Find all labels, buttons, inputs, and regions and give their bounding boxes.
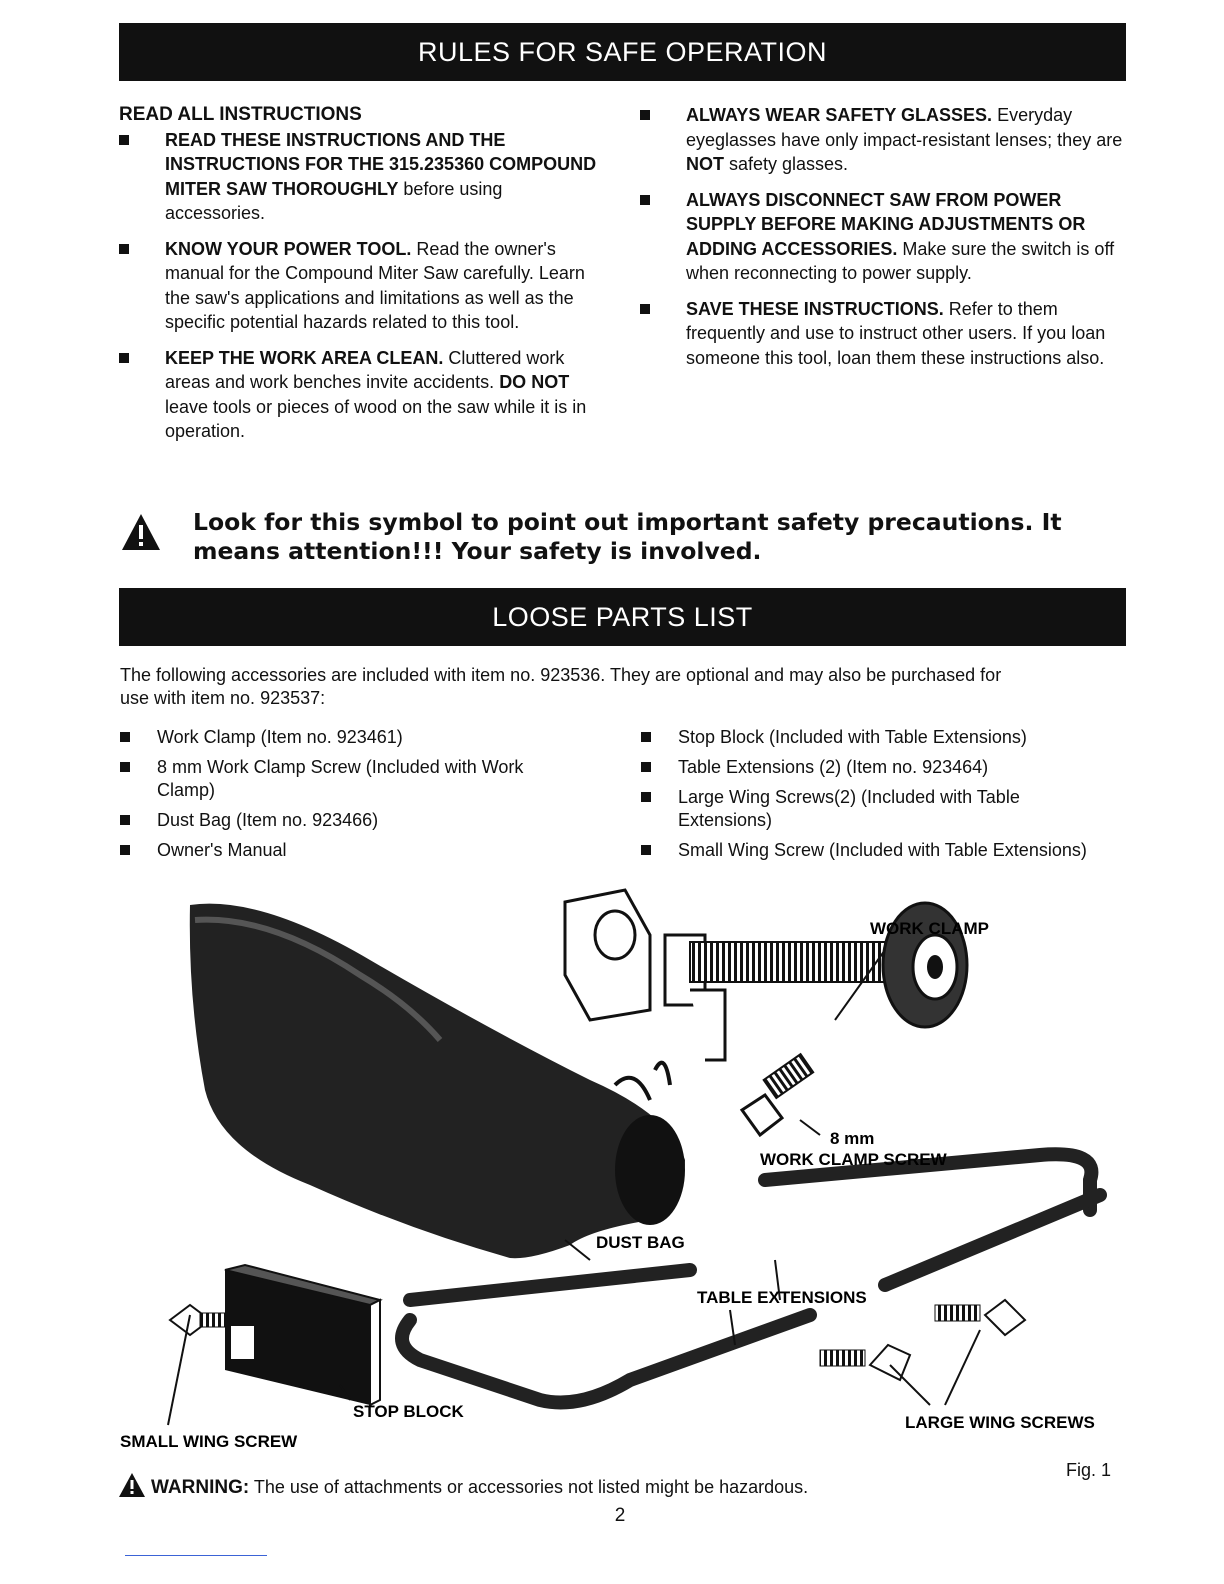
list-item: Work Clamp (Item no. 923461) (120, 726, 540, 749)
part-text: Large Wing Screws(2) (Included with Tabl… (678, 787, 1020, 830)
list-item: Dust Bag (Item no. 923466) (120, 809, 540, 832)
label-work-clamp-screw: WORK CLAMP SCREW (760, 1150, 948, 1169)
rule-bold: KNOW YOUR POWER TOOL. (165, 238, 412, 259)
label-table-extensions: TABLE EXTENSIONS (697, 1288, 867, 1307)
bullet-icon (641, 792, 651, 802)
loose-parts-title: LOOSE PARTS LIST (492, 602, 753, 632)
part-text: Stop Block (Included with Table Extensio… (678, 727, 1027, 747)
rule-text: safety glasses. (724, 154, 849, 174)
rules-banner: RULES FOR SAFE OPERATION (119, 23, 1126, 81)
rules-title: RULES FOR SAFE OPERATION (417, 37, 828, 67)
warning-label: WARNING: (151, 1477, 250, 1498)
loose-parts-intro: The following accessories are included w… (120, 664, 1120, 710)
bullet-icon (641, 762, 651, 772)
bullet-icon (119, 134, 129, 145)
rule-item: KEEP THE WORK AREA CLEAN. Cluttered work… (119, 346, 599, 444)
list-item: Table Extensions (2) (Item no. 923464) (641, 756, 1091, 779)
rule-bold: ALWAYS WEAR SAFETY GLASSES. (686, 105, 993, 125)
rule-item: READ THESE INSTRUCTIONS AND THE INSTRUCT… (119, 128, 599, 226)
rule-text: Refer to them frequently and use to inst… (686, 298, 1106, 368)
bullet-icon (120, 815, 130, 825)
rules-left-column: READ ALL INSTRUCTIONS READ THESE INSTRUC… (119, 103, 599, 455)
part-text: Owner's Manual (157, 840, 287, 860)
rule-bold: DO NOT (499, 372, 570, 392)
label-stop-block: STOP BLOCK (353, 1402, 465, 1421)
read-all-heading: READ ALL INSTRUCTIONS (119, 104, 362, 125)
footer-rule (125, 1555, 267, 1556)
intro-line: The following accessories are included w… (120, 665, 1002, 685)
bullet-icon (641, 845, 651, 855)
rule-item: ALWAYS WEAR SAFETY GLASSES. Everyday eye… (640, 103, 1125, 177)
label-work-clamp: WORK CLAMP (870, 919, 989, 938)
part-text: Dust Bag (Item no. 923466) (157, 810, 379, 830)
list-item: Small Wing Screw (Included with Table Ex… (641, 839, 1091, 862)
part-text: Small Wing Screw (Included with Table Ex… (678, 840, 1087, 860)
small-wing-screw-illustration (168, 1303, 226, 1337)
warning-note: WARNING: The use of attachments or acces… (118, 1472, 808, 1499)
attention-line: Look for this symbol to point out import… (193, 508, 1062, 536)
rule-bold: ALWAYS DISCONNECT SAW FROM POWER SUPPLY … (686, 189, 1086, 259)
bullet-icon (119, 352, 129, 363)
rule-text: Cluttered work areas and work benches in… (165, 347, 565, 393)
rule-item: KNOW YOUR POWER TOOL. Read the owner's m… (119, 237, 599, 335)
dust-bag-illustration (189, 903, 685, 1259)
label-dust-bag: DUST BAG (596, 1233, 685, 1252)
rule-text: before using accessories. (165, 178, 503, 224)
rule-item: ALWAYS DISCONNECT SAW FROM POWER SUPPLY … (640, 188, 1125, 286)
bullet-icon (640, 110, 650, 120)
bullet-icon (640, 303, 650, 314)
work-clamp-screw-illustration (739, 1052, 815, 1138)
warning-triangle-icon (122, 514, 160, 550)
page-number: 2 (614, 1505, 626, 1526)
rule-bold: KEEP THE WORK AREA CLEAN. (165, 347, 444, 368)
rule-item: SAVE THESE INSTRUCTIONS. Refer to them f… (640, 297, 1125, 371)
rule-bold: READ THESE INSTRUCTIONS AND THE INSTRUCT… (165, 129, 597, 199)
list-item: Owner's Manual (120, 839, 540, 862)
large-wing-screws-illustration (819, 1298, 1027, 1382)
accessories-figure: WORK CLAMP 8 mm WORK CLAMP SCREW DUST BA… (120, 888, 1107, 1451)
rule-text: Make sure the switch is off when reconne… (686, 238, 1115, 284)
attention-text: Look for this symbol to point out import… (193, 508, 1062, 566)
stop-block-illustration (224, 1263, 383, 1407)
rules-right-column: ALWAYS WEAR SAFETY GLASSES. Everyday eye… (640, 103, 1125, 381)
rule-text: Read the owner's manual for the Compound… (165, 238, 585, 333)
label-screw-size: 8 mm (830, 1129, 874, 1148)
part-text: Table Extensions (2) (Item no. 923464) (678, 757, 989, 777)
list-item: Large Wing Screws(2) (Included with Tabl… (641, 786, 1091, 832)
part-text: Work Clamp (Item no. 923461) (157, 727, 403, 747)
label-large-wing-screws: LARGE WING SCREWS (905, 1413, 1095, 1432)
bullet-icon (641, 732, 651, 742)
list-item: Stop Block (Included with Table Extensio… (641, 726, 1091, 749)
table-extensions-illustration (395, 1147, 1107, 1410)
bullet-icon (120, 762, 130, 772)
warning-triangle-icon (119, 1473, 145, 1497)
bullet-icon (120, 845, 130, 855)
bullet-icon (640, 194, 650, 205)
bullet-icon (119, 243, 129, 254)
warning-text: The use of attachments or accessories no… (249, 1477, 809, 1497)
work-clamp-illustration (563, 888, 969, 1062)
bullet-icon (120, 732, 130, 742)
intro-line: use with item no. 923537: (120, 688, 326, 708)
loose-parts-banner: LOOSE PARTS LIST (119, 588, 1126, 646)
rule-text: leave tools or pieces of wood on the saw… (165, 396, 587, 442)
attention-line: means attention!!! Your safety is involv… (193, 537, 762, 565)
label-small-wing-screw: SMALL WING SCREW (120, 1432, 298, 1451)
list-item: 8 mm Work Clamp Screw (Included with Wor… (120, 756, 540, 802)
rule-bold: SAVE THESE INSTRUCTIONS. (686, 298, 944, 319)
part-text: 8 mm Work Clamp Screw (Included with Wor… (157, 757, 524, 800)
figure-caption: Fig. 1 (1066, 1460, 1112, 1480)
rule-bold: NOT (686, 154, 724, 174)
parts-right-list: Stop Block (Included with Table Extensio… (641, 726, 1091, 869)
parts-left-list: Work Clamp (Item no. 923461) 8 mm Work C… (120, 726, 540, 869)
rule-text: Everyday eyeglasses have only impact-res… (686, 105, 1123, 150)
